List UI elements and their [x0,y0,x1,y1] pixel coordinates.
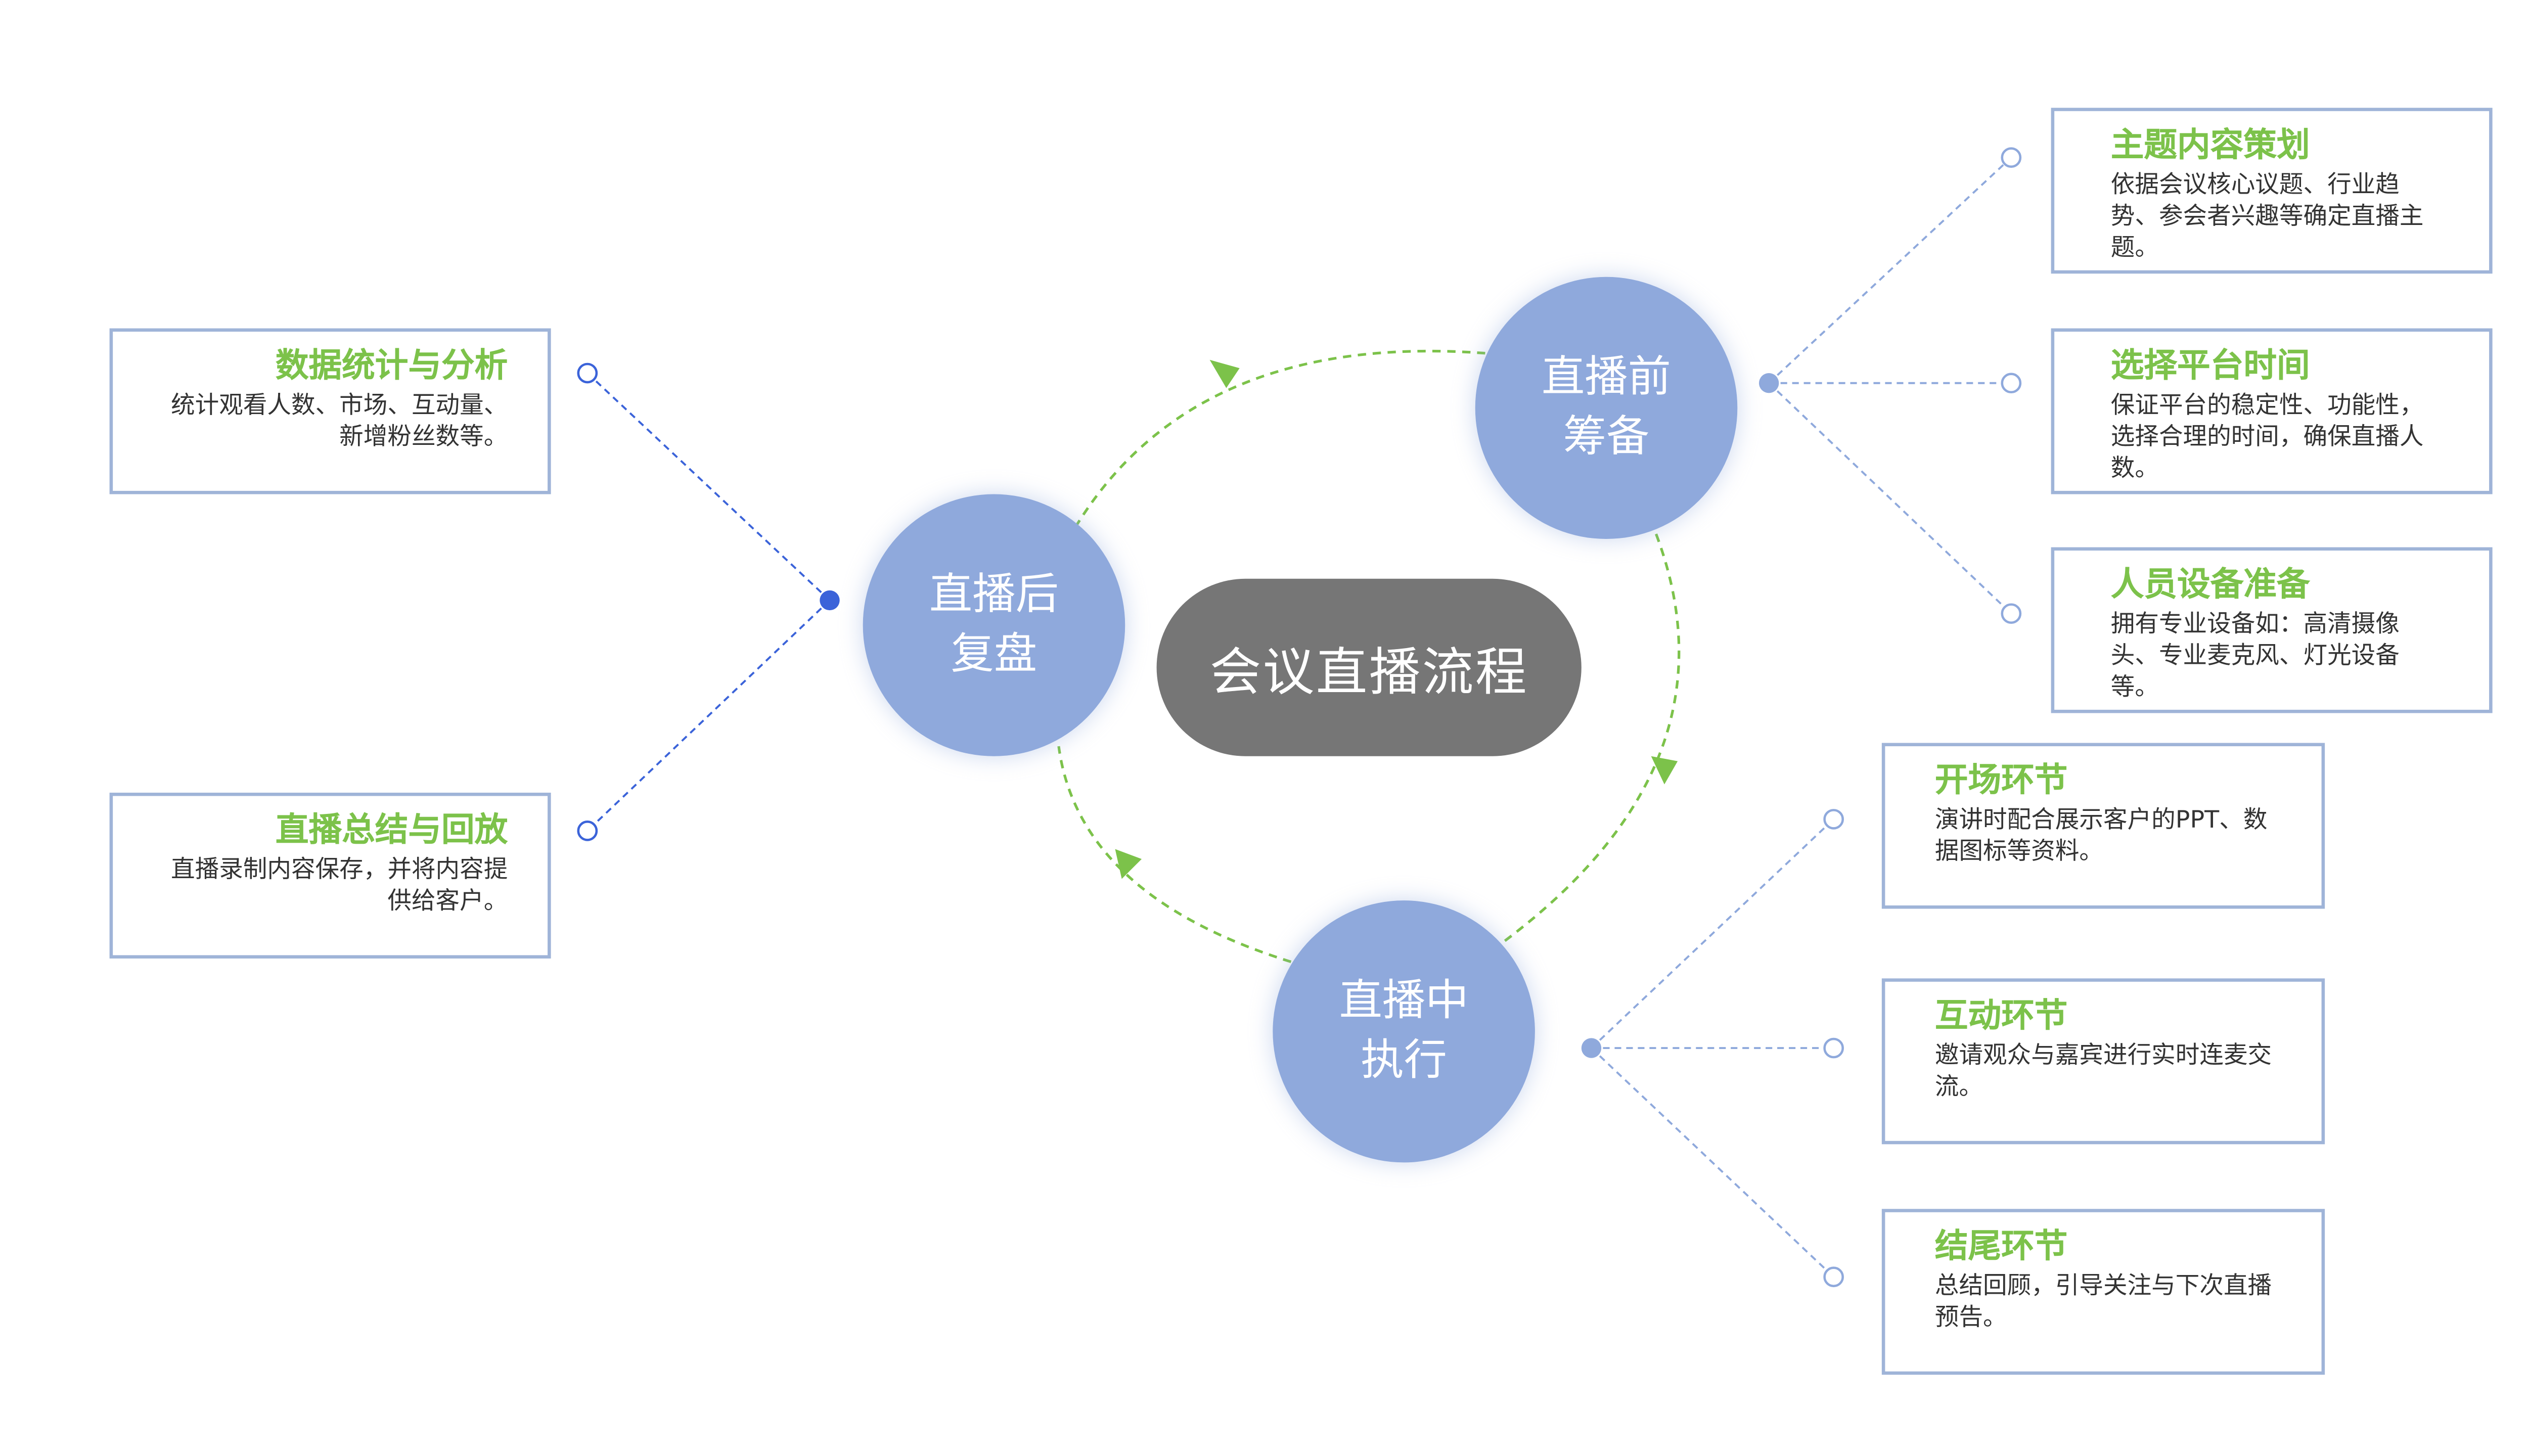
end-ring-during-3 [1823,1266,1844,1288]
card-title: 人员设备准备 [2110,564,2310,604]
end-ring-pre-2 [2001,373,2022,394]
stage-pre-circle: 直播前 筹备 [1475,277,1738,539]
hub-dot-during [1581,1038,1602,1058]
connector-during-1 [1591,818,1835,1049]
card-title: 数据统计与分析 [275,345,508,385]
card-during-2: 互动环节 邀请观众与嘉宾进行实时连麦交流。 [1881,978,2325,1145]
card-desc: 演讲时配合展示客户的PPT、数据图标等资料。 [1934,807,2268,866]
card-desc: 保证平台的稳定性、功能性，选择合理的时间，确保直播人数。 [2110,393,2424,483]
end-ring-post-2 [577,821,598,841]
cycle-arc-pre-to-during [1502,533,1681,943]
hub-dot-post [820,590,840,611]
stage-pre-line1: 直播前 [1541,353,1672,403]
card-during-3: 结尾环节 总结回顾，引导关注与下次直播预告。 [1881,1209,2325,1375]
card-desc: 总结回顾，引导关注与下次直播预告。 [1934,1273,2272,1332]
cycle-arc-during-to-post [1057,746,1292,964]
stage-during-line1: 直播中 [1339,977,1469,1027]
card-pre-2: 选择平台时间 保证平台的稳定性、功能性，选择合理的时间，确保直播人数。 [2051,328,2493,494]
card-title: 开场环节 [1934,759,2068,800]
card-title: 互动环节 [1934,995,2068,1035]
card-desc: 统计观看人数、市场、互动量、新增粉丝数等。 [171,393,508,451]
cycle-arrowhead-1 [1209,359,1240,388]
card-post-2: 直播总结与回放 直播录制内容保存，并将内容提供给客户。 [109,792,551,959]
end-ring-during-2 [1823,1037,1844,1059]
connector-pre-3 [1768,382,2012,615]
card-title: 结尾环节 [1934,1225,2068,1265]
stage-during-line2: 执行 [1361,1036,1447,1086]
connector-pre-1 [1768,157,2012,384]
connector-post-2 [586,600,831,832]
cycle-arrowhead-2 [1651,756,1678,785]
stage-during-circle: 直播中 执行 [1273,900,1535,1163]
card-title: 选择平台时间 [2110,345,2310,385]
card-desc: 邀请观众与嘉宾进行实时连麦交流。 [1934,1043,2272,1102]
stage-post-circle: 直播后 复盘 [863,494,1125,756]
cycle-arrowhead-3 [1115,849,1142,879]
card-desc: 依据会议核心议题、行业趋势、参会者兴趣等确定直播主题。 [2110,172,2424,262]
card-title: 直播总结与回放 [275,809,508,849]
card-during-1: 开场环节 演讲时配合展示客户的PPT、数据图标等资料。 [1881,743,2325,909]
card-desc: 拥有专业设备如：高清摄像头、专业麦克风、灯光设备等。 [2110,612,2400,702]
card-post-1: 数据统计与分析 统计观看人数、市场、互动量、新增粉丝数等。 [109,328,551,494]
stage-post-line1: 直播后 [929,570,1059,620]
center-title-pill: 会议直播流程 [1156,578,1582,756]
card-title: 主题内容策划 [2110,124,2310,164]
end-ring-pre-3 [2001,603,2022,624]
cycle-arc-post-to-pre [1074,349,1485,528]
card-pre-3: 人员设备准备 拥有专业设备如：高清摄像头、专业麦克风、灯光设备等。 [2051,547,2493,713]
hub-dot-pre [1758,373,1779,393]
connector-post-1 [586,372,831,601]
stage-post-line2: 复盘 [951,630,1037,680]
center-title: 会议直播流程 [1209,643,1528,703]
end-ring-during-1 [1823,809,1844,830]
stage-pre-line2: 筹备 [1563,413,1650,463]
end-ring-post-1 [577,362,598,384]
connector-during-3 [1591,1047,1835,1278]
card-desc: 直播录制内容保存，并将内容提供给客户。 [171,857,508,916]
card-pre-1: 主题内容策划 依据会议核心议题、行业趋势、参会者兴趣等确定直播主题。 [2051,108,2493,274]
end-ring-pre-1 [2001,147,2022,168]
